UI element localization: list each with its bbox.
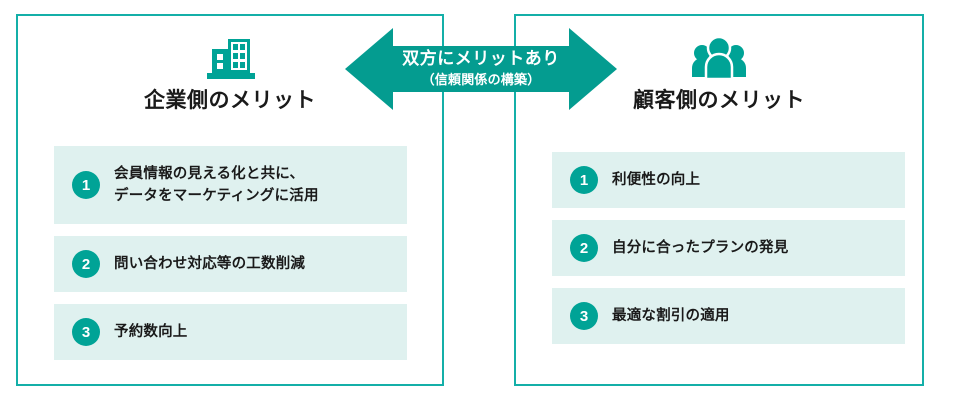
list-item[interactable]: 1 利便性の向上 <box>552 152 905 208</box>
item-number-badge: 2 <box>570 234 598 262</box>
item-label-line1: 自分に合ったプランの発見 <box>612 239 789 256</box>
item-label-line1: 会員情報の見える化と共に、 <box>114 165 305 182</box>
company-benefit-list: 1 会員情報の見える化と共に、 データをマーケティングに活用 2 問い合わせ対応… <box>54 146 407 372</box>
panel-company-header: 企業側のメリット <box>18 32 442 111</box>
item-number-badge: 1 <box>570 166 598 194</box>
list-item[interactable]: 1 会員情報の見える化と共に、 データをマーケティングに活用 <box>54 146 407 224</box>
panel-customer-header: 顧客側のメリット <box>516 32 922 111</box>
double-headed-arrow-icon <box>345 28 617 110</box>
list-item[interactable]: 3 予約数向上 <box>54 304 407 360</box>
customer-benefit-list: 1 利便性の向上 2 自分に合ったプランの発見 3 最適な割引の適用 <box>552 152 905 356</box>
item-number-badge: 1 <box>72 171 100 199</box>
mutual-benefit-arrow: 双方にメリットあり （信頼関係の構築） <box>345 28 617 110</box>
list-item[interactable]: 2 自分に合ったプランの発見 <box>552 220 905 276</box>
item-label-line1: 予約数向上 <box>114 323 188 340</box>
people-group-icon <box>516 32 922 84</box>
list-item[interactable]: 2 問い合わせ対応等の工数削減 <box>54 236 407 292</box>
item-label-line1: 最適な割引の適用 <box>612 307 730 324</box>
item-label-line2: データをマーケティングに活用 <box>114 188 319 204</box>
item-number-badge: 2 <box>72 250 100 278</box>
item-label: 自分に合ったプランの発見 <box>612 237 788 259</box>
office-building-icon <box>18 32 442 84</box>
panel-customer-title: 顧客側のメリット <box>633 89 805 112</box>
item-number-badge: 3 <box>570 302 598 330</box>
item-label: 最適な割引の適用 <box>612 305 730 327</box>
item-label: 会員情報の見える化と共に、 データをマーケティングに活用 <box>114 163 319 208</box>
item-label: 問い合わせ対応等の工数削減 <box>114 253 305 275</box>
item-label-line1: 問い合わせ対応等の工数削減 <box>114 255 306 272</box>
item-label-line1: 利便性の向上 <box>612 171 701 188</box>
item-label: 利便性の向上 <box>612 169 700 191</box>
panel-company-title: 企業側のメリット <box>144 89 316 112</box>
list-item[interactable]: 3 最適な割引の適用 <box>552 288 905 344</box>
item-number-badge: 3 <box>72 318 100 346</box>
item-label: 予約数向上 <box>114 321 188 343</box>
